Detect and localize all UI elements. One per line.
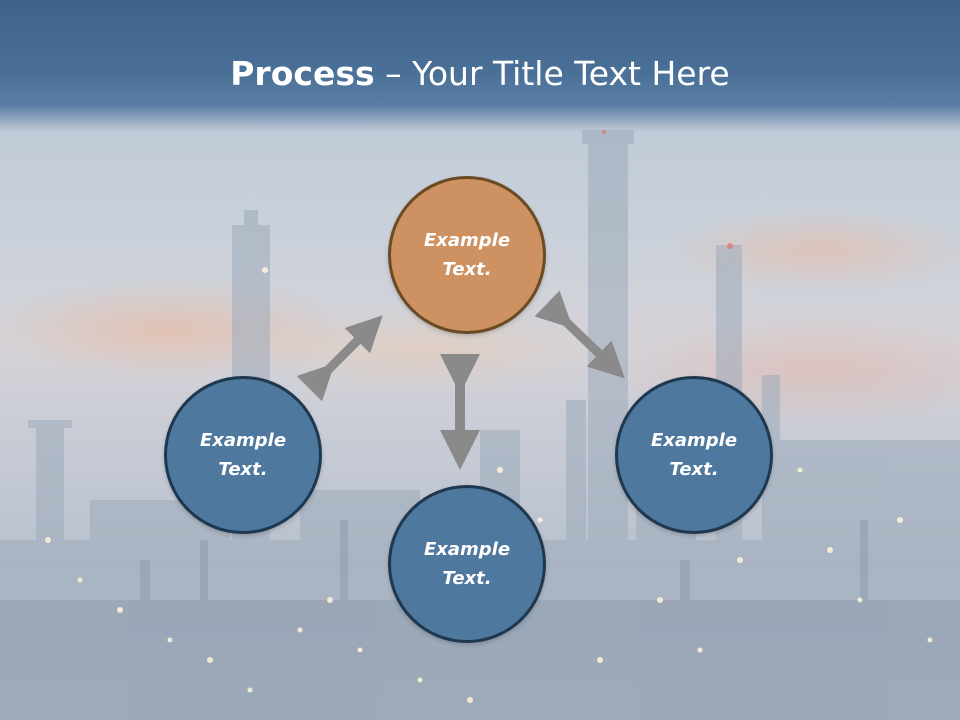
process-step-right[interactable]: Example Text. (615, 376, 773, 534)
process-step-top-label: Example Text. (423, 230, 511, 280)
title-banner (0, 0, 960, 132)
process-step-bottom-label: Example Text. (423, 539, 511, 589)
slide-title-bold: Process (230, 54, 375, 93)
process-step-left-label: Example Text. (199, 430, 287, 480)
slide-title: Process – Your Title Text Here (0, 52, 960, 96)
process-step-left[interactable]: Example Text. (164, 376, 322, 534)
slide-title-rest: – Your Title Text Here (374, 54, 730, 93)
process-step-right-label: Example Text. (650, 430, 738, 480)
process-step-bottom[interactable]: Example Text. (388, 485, 546, 643)
process-step-top[interactable]: Example Text. (388, 176, 546, 334)
